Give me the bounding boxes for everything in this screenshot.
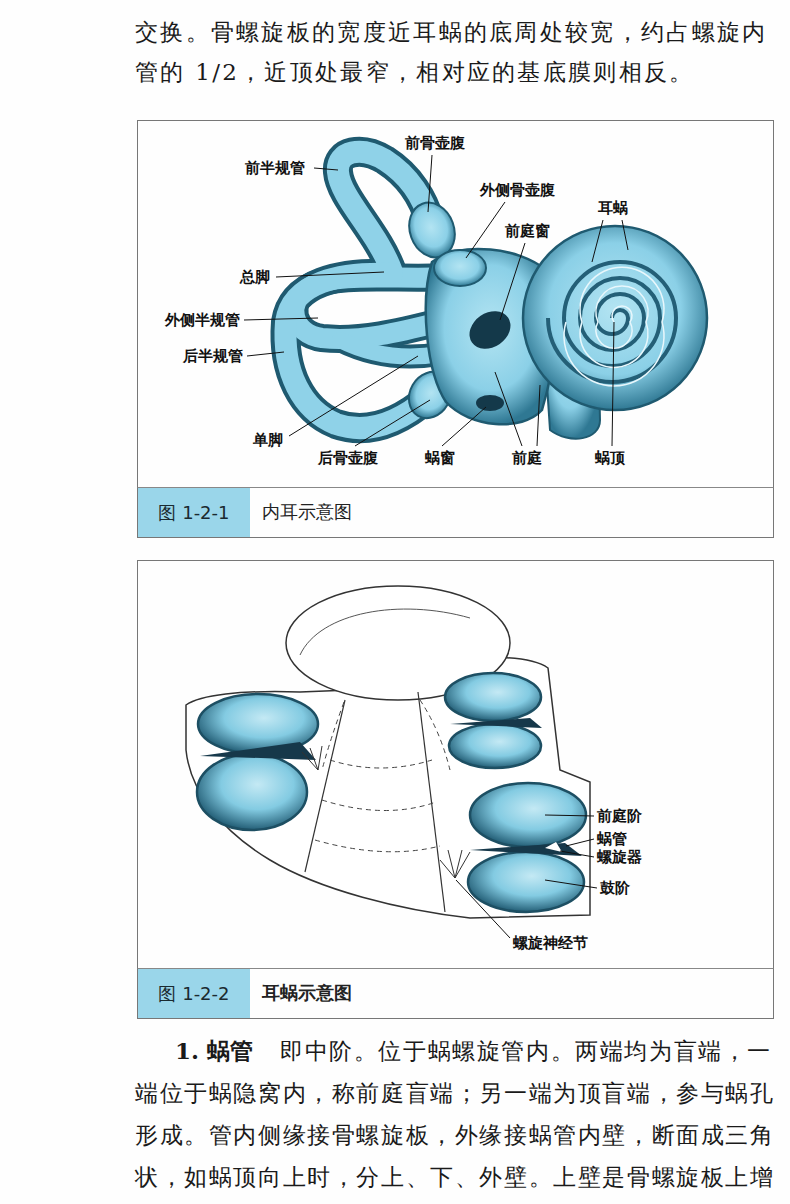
figure-frame	[138, 121, 774, 538]
cochlea-section	[470, 843, 582, 856]
leader-line	[545, 815, 594, 816]
figure-frame	[138, 561, 774, 1019]
part-label: 后半规管	[183, 347, 243, 365]
cochlea-section	[330, 760, 432, 768]
part-label: 鼓阶	[600, 879, 630, 897]
cochlea-section	[315, 840, 440, 852]
cochlea-section	[468, 852, 584, 912]
part-label: 前庭阶	[597, 807, 642, 825]
round-window	[476, 395, 504, 411]
cochlea-section	[420, 700, 450, 770]
part-label: 蜗窗	[425, 449, 455, 467]
leader-line	[247, 352, 284, 356]
part-label: 外侧骨壶腹	[480, 181, 555, 199]
leader-line	[500, 243, 525, 320]
oval-window	[462, 303, 518, 356]
leader-line	[495, 372, 522, 446]
leader-line	[545, 880, 597, 888]
part-label: 蜗管	[597, 830, 627, 848]
part-label: 螺旋器	[597, 848, 642, 866]
cochlea-section	[418, 692, 445, 912]
cochlea-section	[445, 673, 541, 721]
part-label: 后骨壶腹	[318, 449, 378, 467]
cochlea-section	[450, 718, 542, 728]
figure-number: 图 1-2-1	[158, 501, 229, 525]
body-paragraph: 交换。骨螺旋板的宽度近耳蜗的底周处较宽，约占螺旋内管的 1/2，近顶处最窄，相对…	[135, 12, 781, 92]
part-label: 耳蜗	[598, 199, 628, 217]
cochlea-section	[545, 842, 562, 852]
cochlea-section	[440, 860, 455, 878]
leader-line	[289, 356, 418, 436]
leader-line	[612, 322, 614, 446]
cochlea-section	[200, 742, 316, 760]
leader-line	[456, 880, 510, 938]
part-label: 总脚	[240, 268, 270, 286]
leader-line	[276, 272, 384, 277]
figure-frame	[138, 561, 774, 1019]
part-label: 单脚	[253, 431, 283, 449]
part-label: 前骨壶腹	[405, 134, 465, 152]
figure-frame	[138, 121, 774, 538]
leader-line	[355, 400, 430, 446]
cochlea-section	[300, 609, 470, 655]
figure-number: 图 1-2-2	[158, 982, 229, 1006]
body-paragraph: 1. 蜗管即中阶。位于蜗螺旋管内。两端均为盲端，一端位于蜗隐窝内，称前庭盲端；另…	[135, 1030, 781, 1198]
figure-number-tab: 图 1-2-1	[138, 488, 250, 537]
part-label: 前庭窗	[505, 222, 550, 240]
cochlea-section	[455, 852, 470, 878]
ampulla	[434, 250, 486, 286]
leader-line	[537, 385, 540, 446]
cochlea-section	[197, 754, 307, 830]
cochlea-section	[318, 746, 322, 770]
part-label: 前半规管	[245, 159, 305, 177]
leader-line	[566, 839, 594, 846]
part-label: 前庭	[512, 449, 542, 467]
cochlea-section	[186, 586, 590, 918]
cochlea-section	[455, 850, 462, 878]
cochlea-section	[302, 752, 318, 770]
figure-caption: 耳蜗示意图	[262, 982, 352, 1004]
figure-caption: 内耳示意图	[262, 501, 352, 523]
part-label: 螺旋神经节	[513, 934, 588, 952]
figure-number-tab: 图 1-2-2	[138, 969, 250, 1018]
cochlea-section	[310, 748, 318, 770]
leader-line	[244, 155, 628, 446]
cochlea-spiral	[548, 262, 676, 382]
canal-fill	[340, 340, 440, 357]
leader-line	[428, 155, 432, 212]
cochlea-section	[302, 746, 470, 878]
leader-line	[456, 815, 597, 938]
cochlea	[523, 226, 707, 410]
leader-line	[466, 202, 505, 258]
leader-line	[622, 220, 628, 250]
cochlea-section	[322, 702, 344, 770]
inner-ear-drawing	[285, 152, 707, 439]
part-label: 蜗顶	[595, 449, 625, 467]
leader-line	[592, 220, 603, 262]
leader-line	[314, 168, 338, 170]
cochlea-section	[449, 724, 541, 768]
leader-line	[244, 318, 318, 320]
section-heading: 1. 蜗管	[175, 1030, 280, 1072]
leader-line	[442, 407, 486, 446]
cochlea-section	[322, 800, 436, 811]
part-label: 外侧半规管	[165, 311, 240, 329]
leader-line	[560, 851, 594, 857]
cochlea-section	[315, 700, 450, 852]
